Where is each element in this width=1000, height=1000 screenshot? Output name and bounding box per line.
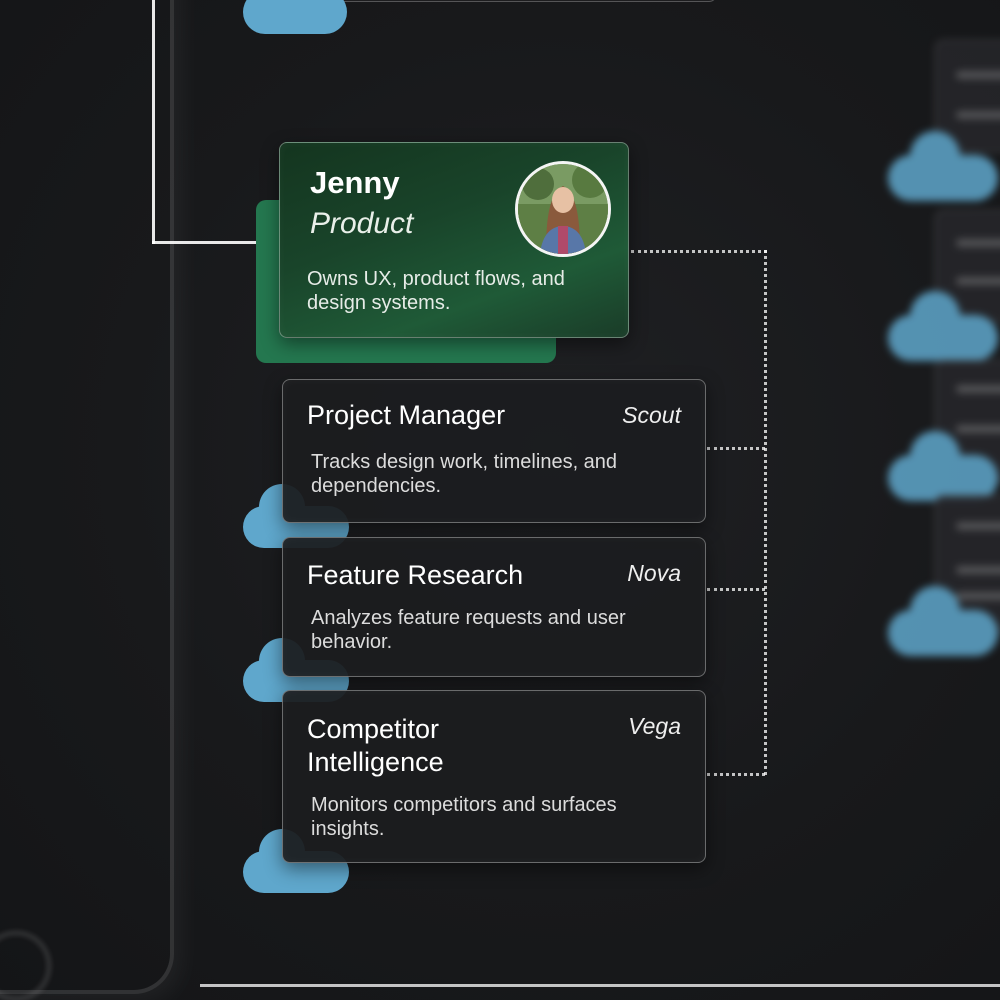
- previous-card-edge: [290, 0, 717, 2]
- cloud-icon: [888, 291, 998, 361]
- dotted-connector-vertical: [764, 250, 767, 775]
- lead-role: Product: [310, 207, 414, 240]
- agent-description: Monitors competitors and surfaces insigh…: [311, 794, 617, 840]
- dotted-connector-lead: [631, 250, 767, 253]
- cloud-icon: [888, 586, 998, 656]
- lead-name: Jenny: [310, 165, 400, 200]
- org-branch-connector: [152, 241, 282, 244]
- cloud-icon: [243, 0, 347, 34]
- cloud-icon: [888, 431, 998, 501]
- dotted-connector-ci: [707, 773, 765, 776]
- agent-title: Feature Research: [307, 560, 524, 590]
- org-trunk-connector: [152, 0, 155, 244]
- lead-card[interactable]: Jenny Product Owns UX, product flows, an…: [279, 142, 629, 338]
- agent-name: Scout: [622, 402, 681, 428]
- person-photo-icon: [518, 164, 608, 254]
- dotted-connector-fr: [707, 588, 765, 591]
- agent-card-feature-research[interactable]: Feature Research Nova Analyzes feature r…: [282, 537, 706, 677]
- blurred-corner-icon: [0, 930, 52, 1000]
- lead-description: Owns UX, product flows, and design syste…: [307, 268, 565, 314]
- agent-description: Analyzes feature requests and user behav…: [311, 607, 626, 653]
- agent-card-competitor-intelligence[interactable]: Competitor Intelligence Vega Monitors co…: [282, 690, 706, 863]
- agent-description: Tracks design work, timelines, and depen…: [311, 451, 618, 497]
- agent-name: Vega: [628, 713, 681, 739]
- agent-title: Project Manager: [307, 400, 506, 430]
- cloud-icon: [888, 131, 998, 201]
- agent-name: Nova: [627, 560, 681, 586]
- frame-bottom-line: [200, 984, 1000, 987]
- dotted-connector-pm: [707, 447, 765, 450]
- outer-frame: [0, 0, 174, 994]
- avatar[interactable]: [515, 161, 611, 257]
- agent-card-project-manager[interactable]: Project Manager Scout Tracks design work…: [282, 379, 706, 523]
- agent-title: Competitor Intelligence: [307, 714, 444, 777]
- blurred-neighbor-column: [880, 30, 1000, 670]
